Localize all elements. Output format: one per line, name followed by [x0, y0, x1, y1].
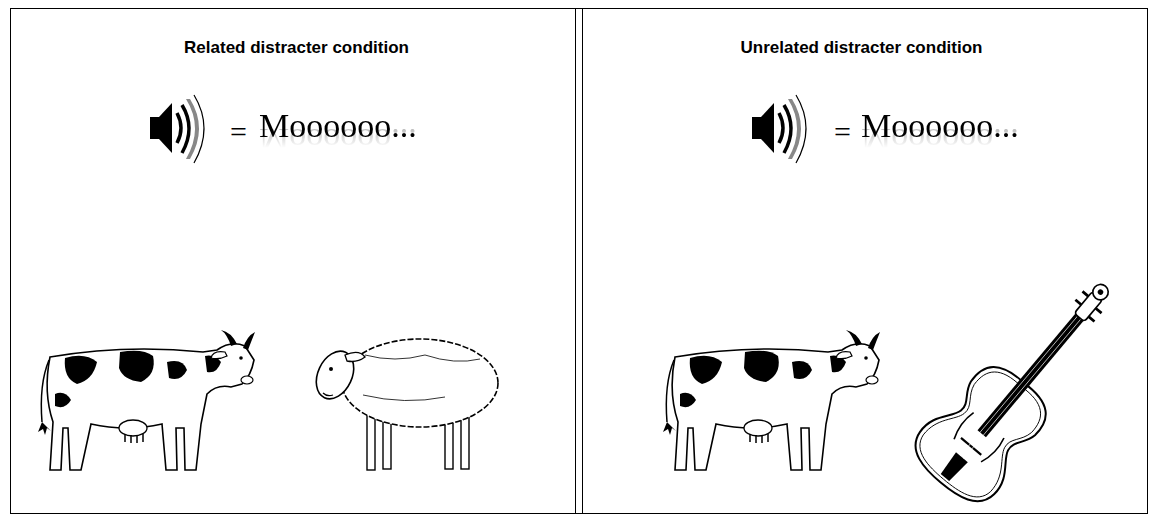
- condition-panel: Unrelated distracter condition = Moooooo..…: [575, 8, 1148, 514]
- violin-drawing: [903, 255, 1142, 514]
- speaker-icon: [150, 95, 204, 163]
- equals-sign: =: [834, 115, 851, 148]
- cow-drawing: [663, 330, 880, 470]
- sound-text: Moooooo...: [861, 107, 1019, 144]
- speaker-icon: [752, 95, 806, 163]
- sheep-drawing: [309, 339, 498, 470]
- sound-text: Moooooo...: [259, 107, 417, 144]
- condition-title: Related distracter condition: [11, 39, 582, 58]
- condition-title: Unrelated distracter condition: [576, 39, 1147, 58]
- condition-panel: Related distracter condition = Moooooo...: [10, 8, 583, 514]
- equals-sign: =: [230, 115, 247, 148]
- cow-drawing: [38, 330, 255, 470]
